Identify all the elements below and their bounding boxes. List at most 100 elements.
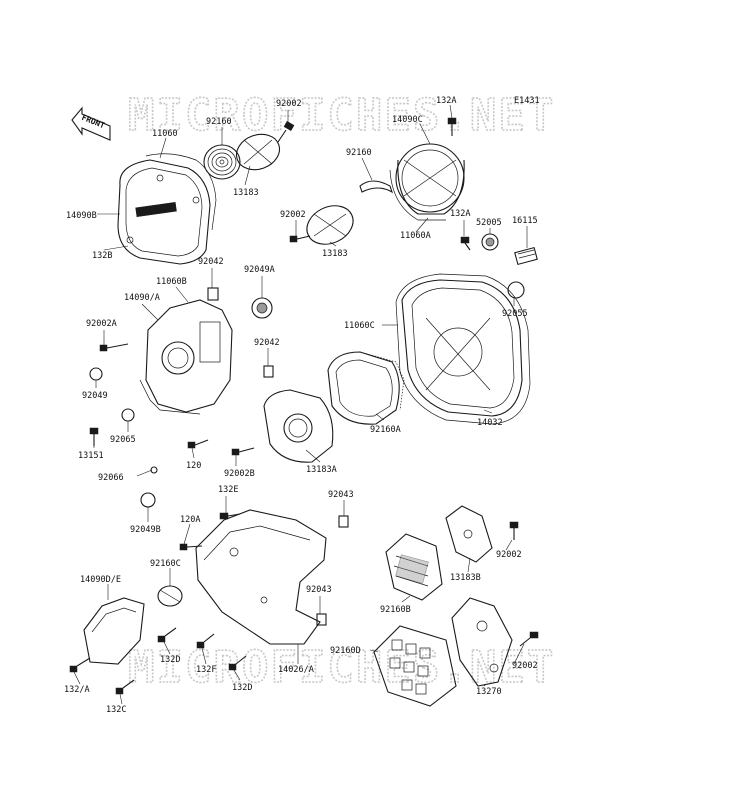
part-120-bolt — [187, 439, 209, 449]
label-92042-top: 92042 — [198, 257, 224, 267]
label-92002-top: 92002 — [276, 99, 302, 109]
watermark-top: MICROFICHES.NET — [128, 90, 555, 141]
label-16115: 16115 — [512, 216, 538, 226]
label-92002-c: 92002 — [496, 550, 522, 560]
part-13151-bolt — [89, 427, 99, 446]
label-14090de: 14090D/E — [80, 575, 121, 585]
label-92002-d: 92002 — [512, 661, 538, 671]
label-120: 120 — [186, 461, 201, 471]
part-13183b-plate — [445, 505, 493, 563]
label-92042-mid: 92042 — [254, 338, 280, 348]
label-92043-top: 92043 — [328, 490, 354, 500]
part-92002-bolt-top — [277, 121, 295, 143]
part-92160a-plate — [327, 351, 405, 425]
part-92055-oring — [507, 281, 525, 299]
label-92160-top: 92160 — [206, 117, 232, 127]
label-92002-b: 92002 — [280, 210, 306, 220]
part-92043-pin-a — [338, 515, 349, 528]
part-14090c-cover — [395, 143, 465, 215]
part-14026a-guard — [195, 509, 327, 645]
label-11060a: 11060A — [400, 231, 431, 241]
part-92002a-bolt — [99, 343, 129, 352]
label-132b: 132B — [92, 251, 112, 261]
part-92049-seal — [89, 367, 103, 381]
front-arrow-icon: FRONT — [71, 106, 111, 141]
part-11060a-gasket — [389, 169, 446, 221]
part-92065-washer — [121, 408, 135, 422]
label-13151: 13151 — [78, 451, 104, 461]
label-11060c: 11060C — [344, 321, 375, 331]
part-13183-plate-top — [235, 133, 281, 171]
part-120a-bolt — [179, 543, 203, 551]
part-92002-bolt-d — [519, 631, 539, 647]
part-92160-coil — [203, 144, 241, 180]
label-92043-bottom: 92043 — [306, 585, 332, 595]
label-14090a: 14090/A — [124, 293, 160, 303]
part-132d-bolt-a — [157, 627, 177, 643]
label-132f: 132F — [196, 665, 216, 675]
label-92049: 92049 — [82, 391, 108, 401]
label-132a-left: 132/A — [64, 685, 90, 695]
label-14032: 14032 — [477, 418, 503, 428]
part-132e-bolt — [219, 512, 241, 520]
label-120a: 120A — [180, 515, 200, 525]
part-132d-bolt-b — [228, 655, 247, 671]
label-14026a: 14026/A — [278, 665, 314, 675]
part-14090b-cover — [117, 159, 211, 265]
part-92002b-bolt — [231, 447, 255, 456]
label-132e: 132E — [218, 485, 238, 495]
part-92160c-plate — [157, 585, 183, 607]
label-13183a: 13183A — [306, 465, 337, 475]
part-52005-bearing — [481, 233, 499, 251]
label-92160a: 92160A — [370, 425, 401, 435]
label-13270: 13270 — [476, 687, 502, 697]
part-132f-bolt — [196, 633, 215, 649]
label-92065: 92065 — [110, 435, 136, 445]
part-92160-coil-b — [359, 180, 393, 194]
label-13183-top: 13183 — [233, 188, 259, 198]
part-14032-main-cover — [401, 279, 523, 417]
part-92160d-block — [373, 625, 457, 707]
label-52005: 52005 — [476, 218, 502, 228]
part-14090de-cover — [83, 597, 145, 665]
label-92160b: 92160B — [380, 605, 411, 615]
part-132a-bolt-right — [460, 236, 471, 251]
diagram-code: E1431 — [514, 96, 540, 106]
part-92042-pin-a — [207, 287, 219, 301]
part-13183-plate-b — [306, 205, 354, 245]
label-132a-right: 132A — [450, 209, 470, 219]
part-11060-gasket — [145, 153, 217, 231]
part-92160b-grille — [385, 533, 443, 601]
label-92066: 92066 — [98, 473, 124, 483]
part-92002-bolt-b — [289, 235, 311, 243]
label-92160-b: 92160 — [346, 148, 372, 158]
part-11060c-gasket — [395, 273, 531, 425]
part-92049a-seal — [251, 297, 273, 319]
label-92160c: 92160C — [150, 559, 181, 569]
label-14090b: 14090B — [66, 211, 97, 221]
label-13183b: 13183B — [450, 573, 481, 583]
part-labels: 92002 92160 11060 13183 14090B 132B 132A… — [64, 96, 538, 715]
label-92002b: 92002B — [224, 469, 255, 479]
front-label: FRONT — [80, 113, 106, 130]
label-92049a: 92049A — [244, 265, 275, 275]
part-92002-bolt-c — [509, 521, 519, 540]
part-92066-ring — [150, 466, 158, 474]
label-132c: 132C — [106, 705, 126, 715]
part-92042-pin-b — [263, 365, 274, 378]
label-132d-a: 132D — [160, 655, 180, 665]
label-92049b: 92049B — [130, 525, 161, 535]
label-11060b: 11060B — [156, 277, 187, 287]
label-132d-b: 132D — [232, 683, 252, 693]
part-14090a-housing — [139, 299, 233, 415]
part-16115-cap — [514, 246, 538, 266]
part-92049b-seal — [140, 492, 156, 508]
label-14090c: 14090C — [392, 115, 423, 125]
label-132a-top: 132A — [436, 96, 456, 106]
label-92055: 92055 — [502, 309, 528, 319]
part-13270-bracket — [451, 597, 513, 687]
label-92002a: 92002A — [86, 319, 117, 329]
label-11060: 11060 — [152, 129, 178, 139]
part-92043-pin-b — [316, 613, 327, 626]
